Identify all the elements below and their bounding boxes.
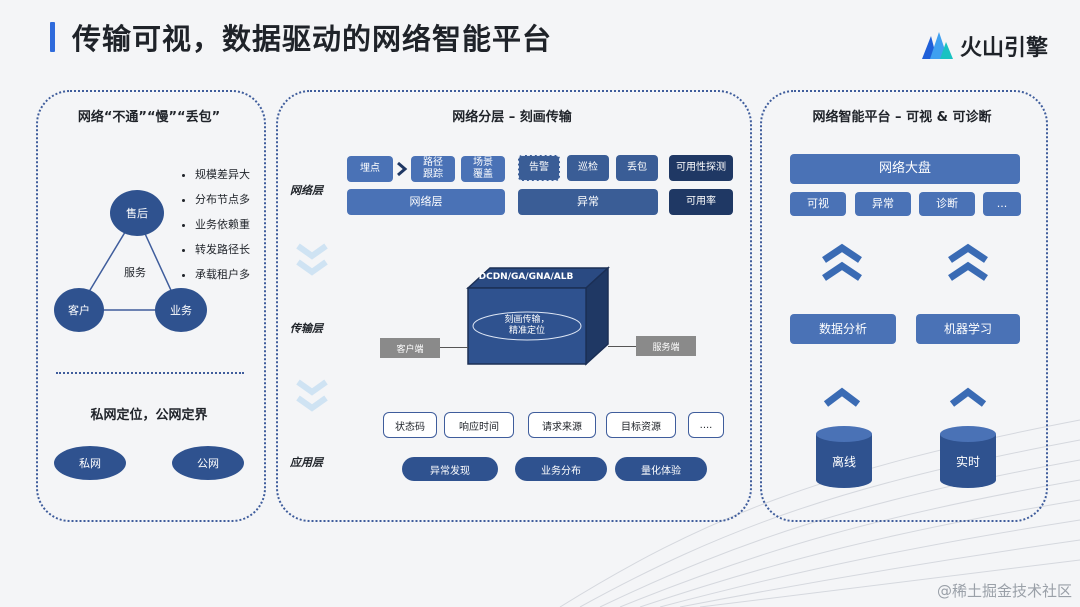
problem-panel: [36, 90, 266, 522]
layer-label-network: 网络层: [290, 184, 323, 197]
tag-packet-loss: 丢包: [616, 155, 658, 181]
node-customer: 客户: [54, 288, 104, 332]
realtime-database-icon: [940, 426, 996, 488]
bullet-item: 分布节点多: [182, 191, 250, 207]
title-accent-bar: [50, 22, 55, 52]
network-layer-bar: 网络层: [347, 189, 505, 215]
outcome-business-distribution: 业务分布: [515, 457, 607, 481]
node-after-sales: 售后: [110, 190, 164, 236]
problem-panel-title: 网络“不通”“慢”“丢包”: [77, 110, 221, 125]
chevron-down-icon: [296, 243, 328, 276]
func-visualize: 可视: [790, 192, 846, 216]
offline-label: 离线: [831, 455, 856, 469]
metric-status-code: 状态码: [383, 412, 437, 438]
tag-availability-probe: 可用性探测: [669, 155, 733, 181]
layering-panel-title: 网络分层 – 刻画传输: [452, 110, 572, 125]
layering-panel: [276, 90, 752, 522]
watermark: @稀土掘金技术社区: [936, 582, 1072, 600]
locate-subtitle: 私网定位，公网定界: [90, 408, 208, 423]
outcome-anomaly-detection: 异常发现: [402, 457, 498, 481]
arrow-right-icon: [397, 161, 408, 177]
bullet-item: 承载租户多: [182, 266, 250, 282]
metric-response-time: 响应时间: [444, 412, 514, 438]
client-box: 客户端: [380, 338, 440, 358]
network-dashboard-bar: 网络大盘: [790, 154, 1020, 184]
client-connector: [440, 347, 468, 348]
triangle-lines: [76, 213, 182, 311]
chevron-down-icon: [296, 379, 328, 412]
chevron-up-icon: [822, 243, 862, 281]
tag-inspection: 巡检: [567, 155, 609, 181]
page-title: 传输可视，数据驱动的网络智能平台: [72, 22, 553, 56]
func-anomaly: 异常: [855, 192, 911, 216]
tag-path-tracing: 路径 跟踪: [411, 156, 455, 182]
availability-rate-bar: 可用率: [669, 189, 733, 215]
metric-target-resource: 目标资源: [606, 412, 676, 438]
func-diagnose: 诊断: [919, 192, 975, 216]
tag-scene-coverage: 场景 覆盖: [461, 156, 505, 182]
chevron-up-icon: [823, 387, 861, 407]
layer-label-application: 应用层: [290, 456, 323, 469]
tag-alarm: 告警: [518, 155, 560, 181]
realtime-label: 实时: [955, 455, 980, 469]
cube-core-text: 刻画传输， 精准定位: [504, 315, 550, 336]
outcome-quantified-experience: 量化体验: [615, 457, 707, 481]
chevron-up-icon: [949, 387, 987, 407]
metric-more: ....: [688, 412, 724, 438]
server-box: 服务端: [636, 336, 696, 356]
machine-learning-box: 机器学习: [916, 314, 1020, 344]
public-network-ellipse: 公网: [172, 446, 244, 480]
private-network-ellipse: 私网: [54, 446, 126, 480]
layer-label-transport: 传输层: [290, 322, 323, 335]
tag-instrumentation: 埋点: [347, 156, 393, 182]
node-business: 业务: [155, 288, 207, 332]
divider: [56, 372, 244, 374]
platform-panel-title: 网络智能平台 – 可视 & 可诊断: [812, 110, 992, 125]
platform-panel: [760, 90, 1048, 522]
bullet-item: 转发路径长: [182, 241, 250, 257]
bullet-item: 规模差异大: [182, 166, 250, 182]
bullet-item: 业务依赖重: [182, 216, 250, 232]
data-analysis-box: 数据分析: [790, 314, 896, 344]
offline-database-icon: [816, 426, 872, 488]
volcano-logo-icon: [922, 32, 953, 59]
anomaly-bar: 异常: [518, 189, 658, 215]
brand-name: 火山引擎: [960, 36, 1049, 61]
chevron-up-icon: [948, 243, 988, 281]
server-connector: [608, 346, 638, 347]
node-service-label: 服务: [124, 266, 146, 279]
cdn-cube-shape: [466, 266, 610, 366]
cube-label: DCDN/GA/GNA/ALB: [478, 272, 574, 282]
metric-request-source: 请求来源: [528, 412, 596, 438]
func-more: ...: [983, 192, 1021, 216]
